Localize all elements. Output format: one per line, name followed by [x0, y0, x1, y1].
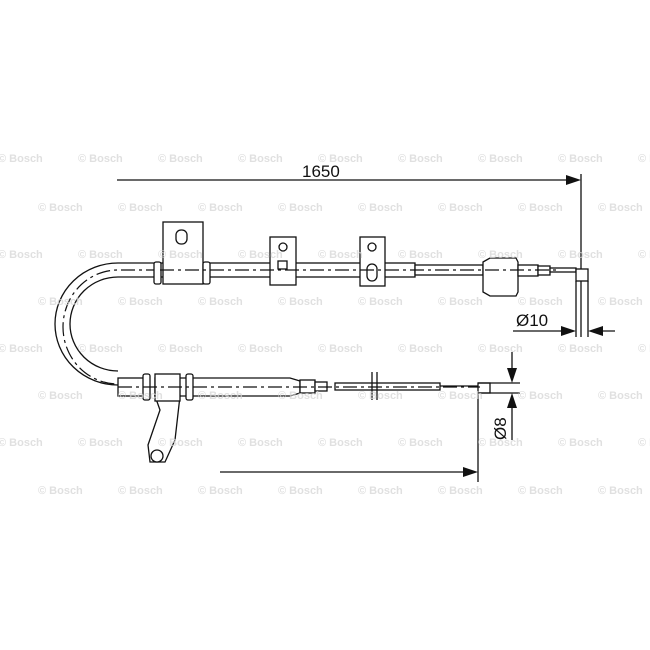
watermark-text: © Bosch — [438, 202, 483, 214]
grommet — [153, 261, 162, 285]
watermark-text: © Bosch — [278, 296, 323, 308]
watermark-text: © Bosch — [438, 390, 483, 402]
watermark-text: © Bosch — [0, 249, 43, 261]
diameter-8-dimension: Ø8 — [478, 352, 520, 440]
diameter-10-label: Ø10 — [516, 311, 548, 330]
lower-cable — [117, 372, 491, 463]
watermark-text: © Bosch — [358, 296, 403, 308]
watermark-text: © Bosch — [398, 437, 443, 449]
watermark-text: © Bosch — [398, 249, 443, 261]
watermark-text: © Bosch — [398, 153, 443, 165]
watermark-text: © Bosch — [78, 249, 123, 261]
watermark-text: © Bosch — [78, 343, 123, 355]
watermark-text: © Bosch — [78, 437, 123, 449]
watermark-text: © Bosch — [158, 343, 203, 355]
watermark-text: © Bosch — [318, 249, 363, 261]
watermark-text: © Bosch — [598, 390, 643, 402]
watermark-text: © Bosch — [358, 390, 403, 402]
watermark-text: © Bosch — [198, 296, 243, 308]
watermark-text: © Bosch — [238, 437, 283, 449]
watermark-text: © Bosch — [198, 202, 243, 214]
watermark-text: © Bosch — [598, 485, 643, 497]
watermark-text: © Bosch — [558, 343, 603, 355]
diameter-8-label: Ø8 — [491, 417, 510, 440]
end-fitting — [477, 382, 491, 394]
watermark-text: © Bosch — [358, 485, 403, 497]
cable-bend — [54, 262, 160, 386]
watermark-text: © Bosch — [438, 485, 483, 497]
watermark-text: © Bosch — [398, 343, 443, 355]
watermark-text: © Bosch — [0, 437, 43, 449]
watermark-text: © Bosch — [518, 390, 563, 402]
watermark-text: © Bosch — [118, 485, 163, 497]
lower-length-dimension — [220, 393, 479, 482]
watermark-text: © Bosch — [198, 485, 243, 497]
length-label: 1650 — [302, 162, 340, 181]
watermark-text: © Bosch — [278, 485, 323, 497]
watermark-text: © Bosch — [598, 202, 643, 214]
watermark-text: © Bosch — [638, 343, 650, 355]
watermark-text: © Bosch — [518, 202, 563, 214]
watermark-text: © Bosch — [638, 437, 650, 449]
watermark-text: © Bosch — [278, 202, 323, 214]
mounting-bracket-1 — [162, 221, 204, 285]
length-dimension: 1650 — [117, 162, 582, 337]
watermark-text: © Bosch — [118, 296, 163, 308]
watermark-text: © Bosch — [598, 296, 643, 308]
grommet — [202, 261, 211, 285]
watermark-text: © Bosch — [0, 343, 43, 355]
watermark-text: © Bosch — [118, 202, 163, 214]
watermark-text: © Bosch — [238, 343, 283, 355]
watermark-text: © Bosch — [158, 153, 203, 165]
watermark-text: © Bosch — [38, 202, 83, 214]
watermark-text: © Bosch — [558, 437, 603, 449]
watermark-text: © Bosch — [38, 485, 83, 497]
watermark-text: © Bosch — [38, 390, 83, 402]
watermark-text: © Bosch — [358, 202, 403, 214]
watermark-text: © Bosch — [518, 296, 563, 308]
end-boot — [482, 257, 519, 297]
watermark-text: © Bosch — [638, 249, 650, 261]
upper-cable — [153, 221, 589, 297]
watermark-text: © Bosch — [318, 343, 363, 355]
watermark-text: © Bosch — [318, 437, 363, 449]
watermark-text: © Bosch — [238, 153, 283, 165]
watermark-text: © Bosch — [558, 153, 603, 165]
watermark-text: © Bosch — [78, 153, 123, 165]
diameter-10-dimension: Ø10 — [513, 281, 615, 337]
watermark-text: © Bosch — [478, 343, 523, 355]
watermark-text: © Bosch — [518, 485, 563, 497]
watermark-text: © Bosch — [638, 153, 650, 165]
end-nipple — [575, 268, 589, 282]
watermark-text: © Bosch — [438, 296, 483, 308]
watermark-text: © Bosch — [0, 153, 43, 165]
watermark-text: © Bosch — [478, 153, 523, 165]
watermark-layer: © Bosch © Bosch © Bosch © Bosch © Bosch © Bos… — [0, 153, 650, 497]
